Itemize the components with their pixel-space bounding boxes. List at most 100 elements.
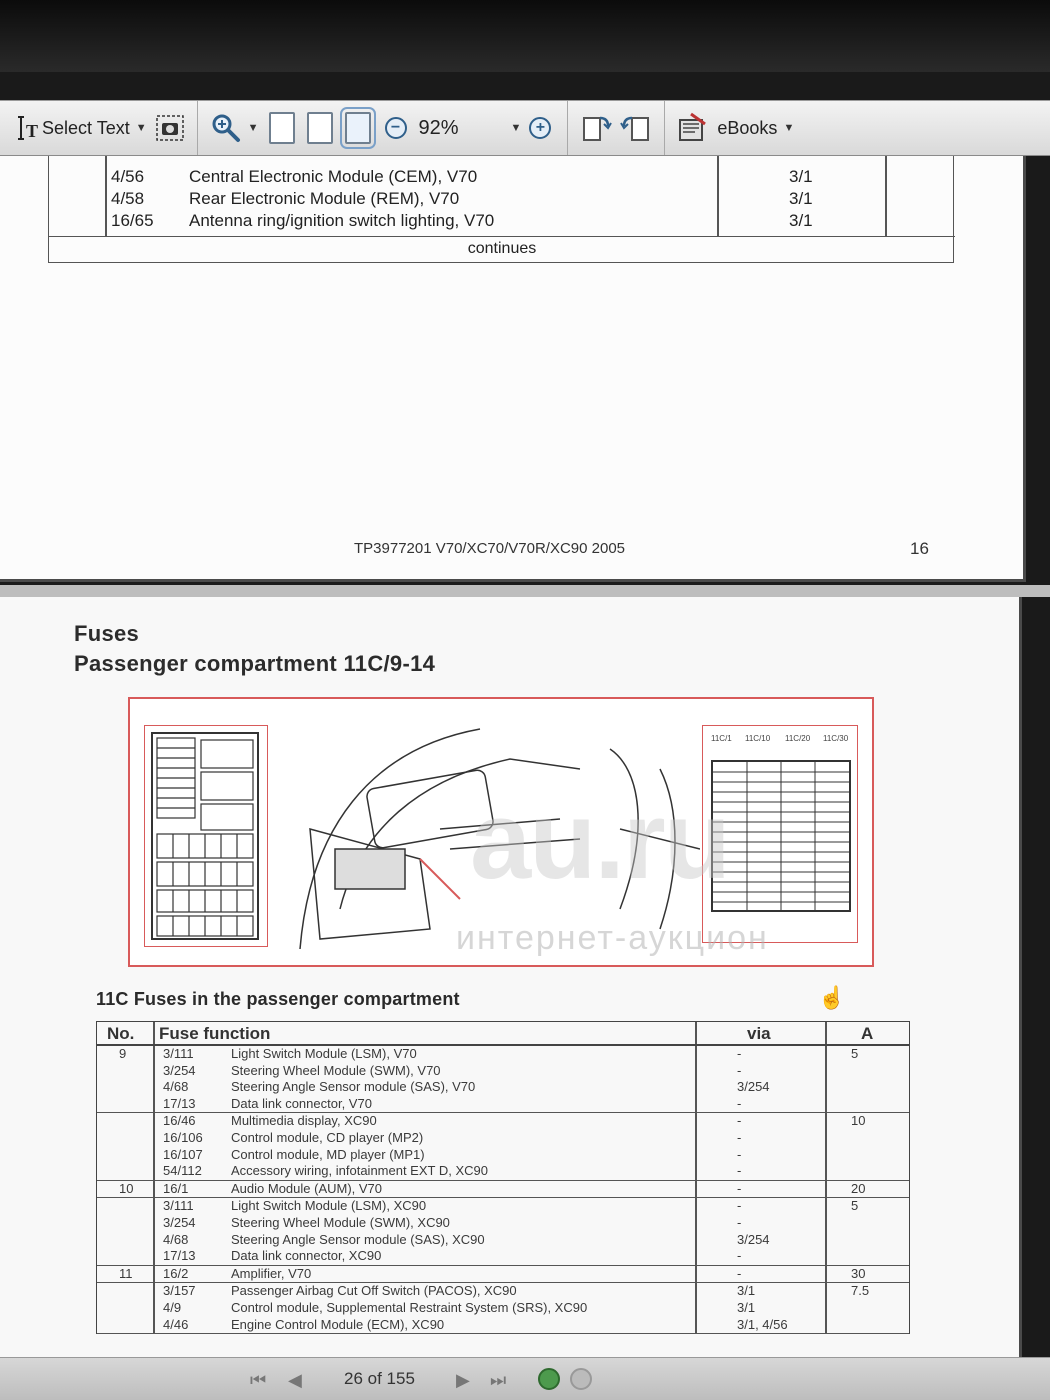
fuse-code: 4/58 [111, 189, 145, 208]
chevron-down-icon[interactable]: ▼ [135, 122, 147, 134]
fuse-code: 17/13 [163, 1095, 196, 1111]
chevron-down-icon[interactable]: ▼ [510, 122, 522, 134]
fuse-function: Data link connector, XC90 [231, 1248, 382, 1264]
fuse-function: Control module, Supplemental Restraint S… [231, 1299, 588, 1315]
fuse-function: Steering Angle Sensor module (SAS), XC90 [231, 1231, 485, 1247]
fuse-via: - [737, 1163, 742, 1179]
fuse-box-diagram: 11C/1 11C/10 11C/20 11C/30 [128, 697, 874, 967]
actual-size-button[interactable] [267, 108, 297, 148]
fuse-via: 3/1 [737, 1283, 756, 1299]
watermark-text: интернет-аукцион [456, 919, 769, 957]
column-header-a: A [861, 1024, 874, 1043]
fuse-function: Data link connector, V70 [231, 1095, 372, 1111]
fuse-via: - [737, 1248, 742, 1264]
fuse-function: Steering Angle Sensor module (SAS), V70 [231, 1079, 476, 1095]
chevron-down-icon[interactable]: ▼ [247, 122, 259, 134]
fuse-function: Audio Module (AUM), V70 [231, 1180, 383, 1196]
fuse-code: 4/68 [163, 1231, 189, 1247]
previous-page-button[interactable]: ◀ [288, 1370, 302, 1390]
fit-width-button[interactable] [339, 107, 376, 149]
go-back-view-icon[interactable] [570, 1368, 592, 1390]
select-text-group: T Select Text ▼ [0, 101, 198, 155]
table-row: 4/58 Rear Electronic Module (REM), V70 3… [49, 189, 955, 211]
fuse-function: Steering Wheel Module (SWM), V70 [231, 1062, 441, 1078]
zoom-level[interactable]: 92% [418, 116, 459, 139]
reader-toolbar: T Select Text ▼ ▼ [0, 100, 1050, 156]
fuse-via: - [737, 1113, 742, 1129]
table-row: 17/13 Data link connector, V70 - [97, 1096, 909, 1113]
column-header-no: No. [107, 1024, 135, 1043]
fuse-via: - [737, 1198, 742, 1214]
zoom-in-button[interactable]: + [525, 108, 555, 148]
zoom-out-button[interactable]: − [381, 108, 411, 148]
snapshot-tool[interactable] [155, 108, 185, 148]
fuse-code: 16/65 [111, 211, 154, 230]
status-bar: ⏮ ◀ 26 of 155 ▶ ⏭ [0, 1357, 1050, 1400]
fuse-amperage: 10 [851, 1113, 866, 1129]
fuse-code: 3/111 [163, 1198, 194, 1214]
zoom-group: ▼ − 92% ▼ + [198, 101, 569, 155]
fit-page-button[interactable] [305, 108, 335, 148]
fuse-function: Rear Electronic Module (REM), V70 [189, 189, 460, 208]
fuse-function: Multimedia display, XC90 [231, 1113, 377, 1129]
rotate-clockwise-button[interactable] [580, 108, 613, 148]
fuse-code: 54/112 [163, 1163, 202, 1179]
rotate-counterclockwise-icon [620, 116, 650, 141]
fuse-via: 3/1 [789, 211, 813, 230]
fuse-function: Engine Control Module (ECM), XC90 [231, 1316, 445, 1332]
fuse-code: 16/106 [163, 1129, 203, 1145]
text-cursor-icon: T [18, 116, 38, 141]
fuse-via: 3/254 [737, 1079, 770, 1095]
fuse-code: 4/56 [111, 167, 145, 186]
page-indicator[interactable]: 26 of 155 [344, 1369, 415, 1388]
select-text-label: Select Text [42, 117, 130, 138]
first-page-button[interactable]: ⏮ [250, 1370, 267, 1390]
fuse-number: 9 [119, 1046, 127, 1061]
page-footer: TP3977201 V70/XC70/V70R/XC90 2005 [354, 540, 626, 557]
column-header-via: via [747, 1024, 771, 1043]
continues-note: continues [49, 236, 955, 262]
ebooks-button[interactable]: eBooks ▼ [677, 108, 794, 148]
go-forward-view-icon[interactable] [538, 1368, 560, 1390]
fuse-function: Antenna ring/ignition switch lighting, V… [189, 211, 495, 230]
fuse-function: Control module, MD player (MP1) [231, 1146, 425, 1162]
fuse-panel-outline [151, 732, 259, 940]
watermark-logo: au.ru [470, 779, 731, 902]
minus-icon: − [384, 117, 407, 139]
magnifier-icon [212, 114, 240, 142]
fuse-function: Central Electronic Module (CEM), V70 [189, 167, 478, 186]
fuse-code: 3/254 [163, 1214, 196, 1230]
chevron-down-icon[interactable]: ▼ [783, 122, 795, 134]
next-page-button[interactable]: ▶ [456, 1370, 470, 1390]
fuse-code: 16/1 [163, 1180, 189, 1196]
last-page-button[interactable]: ⏭ [490, 1370, 507, 1390]
rotate-counterclockwise-button[interactable] [620, 108, 652, 148]
fuse-via: - [737, 1146, 742, 1162]
slot-label: 11C/20 [785, 734, 811, 743]
page-width-icon [339, 107, 376, 149]
rotate-clockwise-icon [583, 116, 613, 141]
ebooks-icon [679, 112, 707, 141]
fuse-rows-outline [711, 760, 851, 912]
page-icon [268, 112, 295, 144]
select-text-tool[interactable]: T Select Text ▼ [12, 108, 147, 148]
table-row: 4/68 Steering Angle Sensor module (SAS), … [97, 1232, 909, 1249]
ebooks-label: eBooks [717, 117, 778, 138]
zoom-tool[interactable]: ▼ [210, 108, 259, 148]
fuse-function: Control module, CD player (MP2) [231, 1129, 424, 1145]
page-gap [0, 585, 1050, 597]
table-row: 16/65 Antenna ring/ignition switch light… [49, 211, 955, 233]
fuse-via: - [737, 1095, 742, 1111]
fuse-amperage: 5 [851, 1046, 859, 1061]
